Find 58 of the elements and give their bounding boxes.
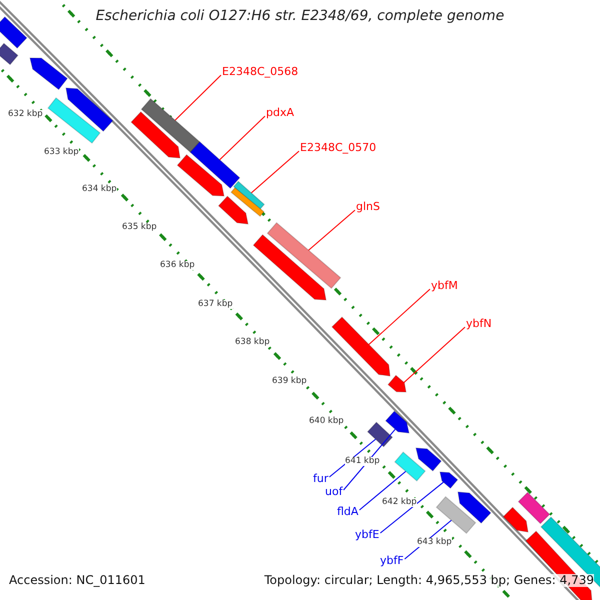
gene-block — [230, 187, 265, 217]
gene-label: E2348C_0570 — [300, 142, 376, 154]
gene-feature — [331, 316, 391, 377]
title: Escherichia coli O127:H6 str. E2348/69, complete genome — [94, 9, 506, 24]
leader-line — [308, 210, 356, 251]
gene-block — [436, 496, 476, 534]
leader-line — [219, 116, 266, 160]
gene-feature — [387, 374, 407, 393]
gene-feature — [439, 471, 458, 489]
scale-label: 636 kbp — [160, 261, 195, 270]
gene-feature — [176, 154, 225, 197]
accession-text: Accession: NC_011601 — [9, 574, 146, 588]
leader-line — [358, 288, 430, 354]
scale-label: 643 kbp — [417, 538, 452, 548]
leader-line — [394, 326, 466, 392]
gene-feature — [218, 196, 249, 225]
scale-label: 639 kbp — [272, 377, 307, 386]
leader-line — [358, 470, 406, 510]
leader-line — [380, 482, 444, 534]
gene-block — [518, 492, 550, 524]
scale-label: 640 kbp — [309, 417, 344, 426]
gene-label: uof — [325, 486, 343, 498]
gene-label: pdxA — [266, 107, 294, 120]
gene-feature — [502, 506, 529, 533]
gene-label: glnS — [356, 201, 380, 214]
gene-feature — [415, 447, 442, 472]
scale-label: 637 kbp — [198, 300, 233, 310]
gene-feature — [29, 58, 68, 90]
gene-block — [190, 141, 240, 189]
gene-block — [0, 16, 28, 49]
scale-label: 641 kbp — [345, 457, 380, 466]
scale-label: 638 kbp — [235, 338, 270, 348]
gene-label: ybfF — [380, 555, 404, 568]
gene-label: ybfM — [431, 280, 458, 292]
gene-block — [0, 42, 19, 66]
gene-feature — [130, 111, 181, 159]
leader-line — [174, 74, 222, 121]
gene-label: E2348C_0568 — [222, 66, 298, 78]
scale-label: 634 kbp — [82, 185, 117, 194]
gene-feature — [65, 87, 114, 132]
gene-feature — [457, 491, 492, 524]
genome-info-text: Topology: circular; Length: 4,965,553 bp; Genes: 4,739 — [264, 574, 594, 588]
gene-block — [266, 222, 342, 289]
scale-label: 642 kbp — [382, 498, 417, 508]
scale-label: 633 kbp — [44, 148, 79, 158]
scale-label: 635 kbp — [122, 223, 157, 232]
gene-block — [366, 422, 394, 448]
gene-block — [47, 97, 101, 144]
gene-label: fldA — [337, 506, 358, 518]
scale-label: 632 kbp — [8, 110, 43, 120]
gene-block — [394, 451, 426, 482]
gene-label: ybfE — [355, 529, 380, 542]
leader-line — [250, 150, 300, 194]
gene-feature — [385, 410, 410, 434]
gene-block — [140, 98, 200, 153]
gene-label: fur — [313, 473, 328, 486]
gene-feature — [252, 234, 327, 301]
gene-label: ybfN — [466, 318, 492, 330]
